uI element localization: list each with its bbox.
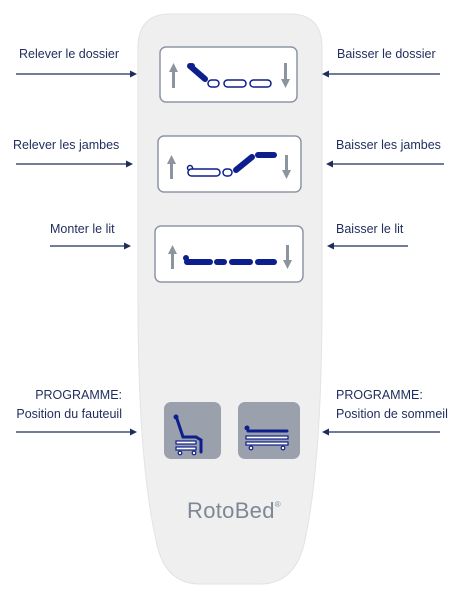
label-bed-up: Monter le lit — [50, 222, 115, 236]
armchair-icon — [173, 414, 203, 456]
label-program-sleep: Position de sommeil — [336, 407, 448, 421]
arrow-up-icon — [167, 155, 176, 179]
label-legs-up: Relever les jambes — [13, 138, 120, 152]
brand-part-1: Roto — [187, 498, 235, 523]
brand-logo: RotoBed® — [0, 498, 468, 524]
legrest-icon — [186, 152, 277, 177]
registered-mark: ® — [274, 500, 281, 509]
label-program-left-title: PROGRAMME: — [35, 388, 122, 402]
button-program-armchair[interactable] — [164, 402, 221, 459]
label-back-up: Relever le dossier — [19, 47, 120, 61]
backrest-icon — [187, 63, 272, 88]
label-program-armchair: Position du fauteuil — [16, 407, 122, 421]
button-legs[interactable] — [157, 135, 302, 193]
brand-part-2: Bed — [234, 498, 275, 523]
pointer-arrows-right — [322, 70, 444, 436]
arrow-up-icon — [169, 63, 178, 88]
button-program-sleep[interactable] — [238, 402, 300, 459]
label-legs-down: Baisser les jambes — [336, 138, 441, 152]
button-bed-height[interactable] — [154, 225, 304, 283]
label-program-right-title: PROGRAMME: — [336, 388, 423, 402]
arrow-down-icon — [282, 155, 291, 179]
pointer-arrows-left — [16, 70, 137, 436]
flat-bed-icon — [183, 255, 277, 265]
label-bed-down: Baisser le lit — [336, 222, 404, 236]
arrow-up-icon — [168, 245, 177, 269]
label-back-down: Baisser le dossier — [337, 47, 436, 61]
sleep-bed-icon — [244, 425, 289, 451]
arrow-down-icon — [281, 63, 290, 88]
button-back[interactable] — [159, 46, 298, 103]
arrow-down-icon — [283, 245, 292, 269]
